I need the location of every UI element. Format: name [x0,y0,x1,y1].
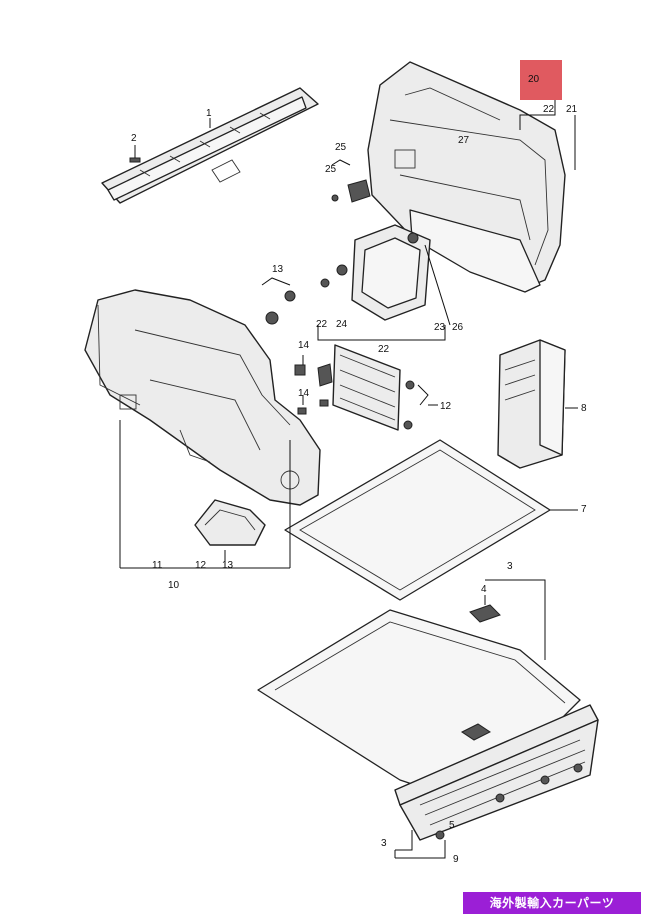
callout-1: 1 [206,108,212,119]
callout-7: 7 [581,504,587,515]
highlight-box [520,60,562,100]
part-small-tray [194,499,266,546]
part-clip-4 [469,595,501,623]
callout-25: 25 [335,142,347,153]
callout-11: 11 [152,560,163,571]
callout-13-plugs: 13 [272,264,284,275]
callout-22-top: 22 [543,104,555,115]
callout-5: 5 [449,820,455,831]
part-right-side-trim [367,61,566,293]
callout-12-net: 12 [440,401,452,412]
part-plugs-13 [261,277,296,325]
callout-25-lower: 25 [325,164,337,175]
callout-2: 2 [131,133,137,144]
callout-3: 3 [507,561,513,572]
callout-22-bottom: 22 [378,344,390,355]
part-left-side-trim [84,289,321,506]
watermark-banner: 海外製輸入カーパーツ [463,892,641,914]
callout-22-mid: 22 [316,319,328,330]
part-cargo-net [332,344,438,431]
part-first-aid-kit [497,339,578,469]
part-rear-sill-cover [394,704,599,841]
callout-14: 14 [298,340,310,351]
part-bolt-2 [129,145,141,163]
part-sill-rail [101,87,319,204]
callout-8: 8 [581,403,587,414]
part-storage-compartment [320,224,431,321]
callout-20: 20 [528,74,540,85]
callout-3-lower: 3 [381,838,387,849]
callout-14-lower: 14 [298,388,310,399]
leader-lines [119,100,576,859]
part-fasteners-14 [294,363,333,415]
callout-4: 4 [481,584,487,595]
part-floor-cover [284,439,578,601]
callout-24: 24 [336,319,348,330]
callout-12-lower: 12 [195,560,207,571]
callout-labels: 1 2 3 3 4 5 7 8 9 10 11 12 12 13 13 14 1… [131,74,587,865]
callout-9: 9 [453,854,459,865]
callout-21: 21 [566,104,578,115]
callout-23: 23 [434,322,446,333]
part-clip-cluster [331,159,371,203]
callout-10: 10 [168,580,180,591]
callout-27: 27 [458,135,470,146]
callout-13-lower: 13 [222,560,234,571]
callout-26: 26 [452,322,464,333]
